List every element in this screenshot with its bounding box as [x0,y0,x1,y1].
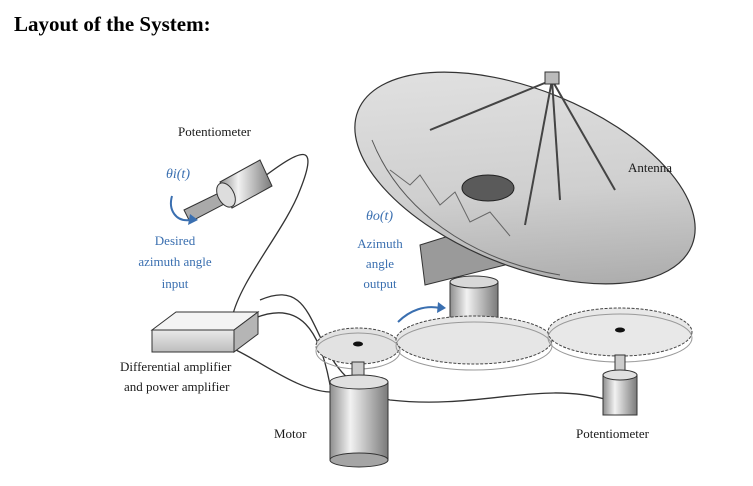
wire-pot-to-amp [231,153,309,319]
label-theta-o: θo(t) [366,209,393,224]
wire-amp-to-motor [254,312,331,386]
truss [389,169,511,237]
label-desired-3: input [162,276,189,291]
label-motor: Motor [274,426,307,441]
label-theta-i: θi(t) [166,167,190,182]
label-azimuth-3: output [363,276,397,291]
label-diff-amp-1: Differential amplifier [120,359,232,374]
amplifier-box [150,311,260,353]
label-desired-2: azimuth angle [138,254,212,269]
antenna-dish [354,71,696,285]
output-potentiometer [602,354,638,416]
wire-amp-to-pot-bottom [259,294,609,403]
label-antenna: Antenna [628,160,672,175]
label-azimuth-2: angle [366,256,394,271]
label-azimuth-1: Azimuth [357,236,403,251]
feed-struts [429,79,616,226]
rotation-arrow-icon [170,195,191,222]
output-rotation-arrow-icon [397,306,441,323]
feed-hole [461,174,515,202]
left-gear [315,327,401,370]
label-diff-amp-2: and power amplifier [124,379,230,394]
page-heading: Layout of the System: [14,12,211,36]
label-potentiometer-top: Potentiometer [178,124,252,139]
motor [329,361,389,468]
label-desired-1: Desired [155,233,196,248]
input-potentiometer [170,159,273,225]
label-potentiometer-bottom: Potentiometer [576,426,650,441]
center-gear [395,315,553,371]
right-gear [547,307,693,363]
